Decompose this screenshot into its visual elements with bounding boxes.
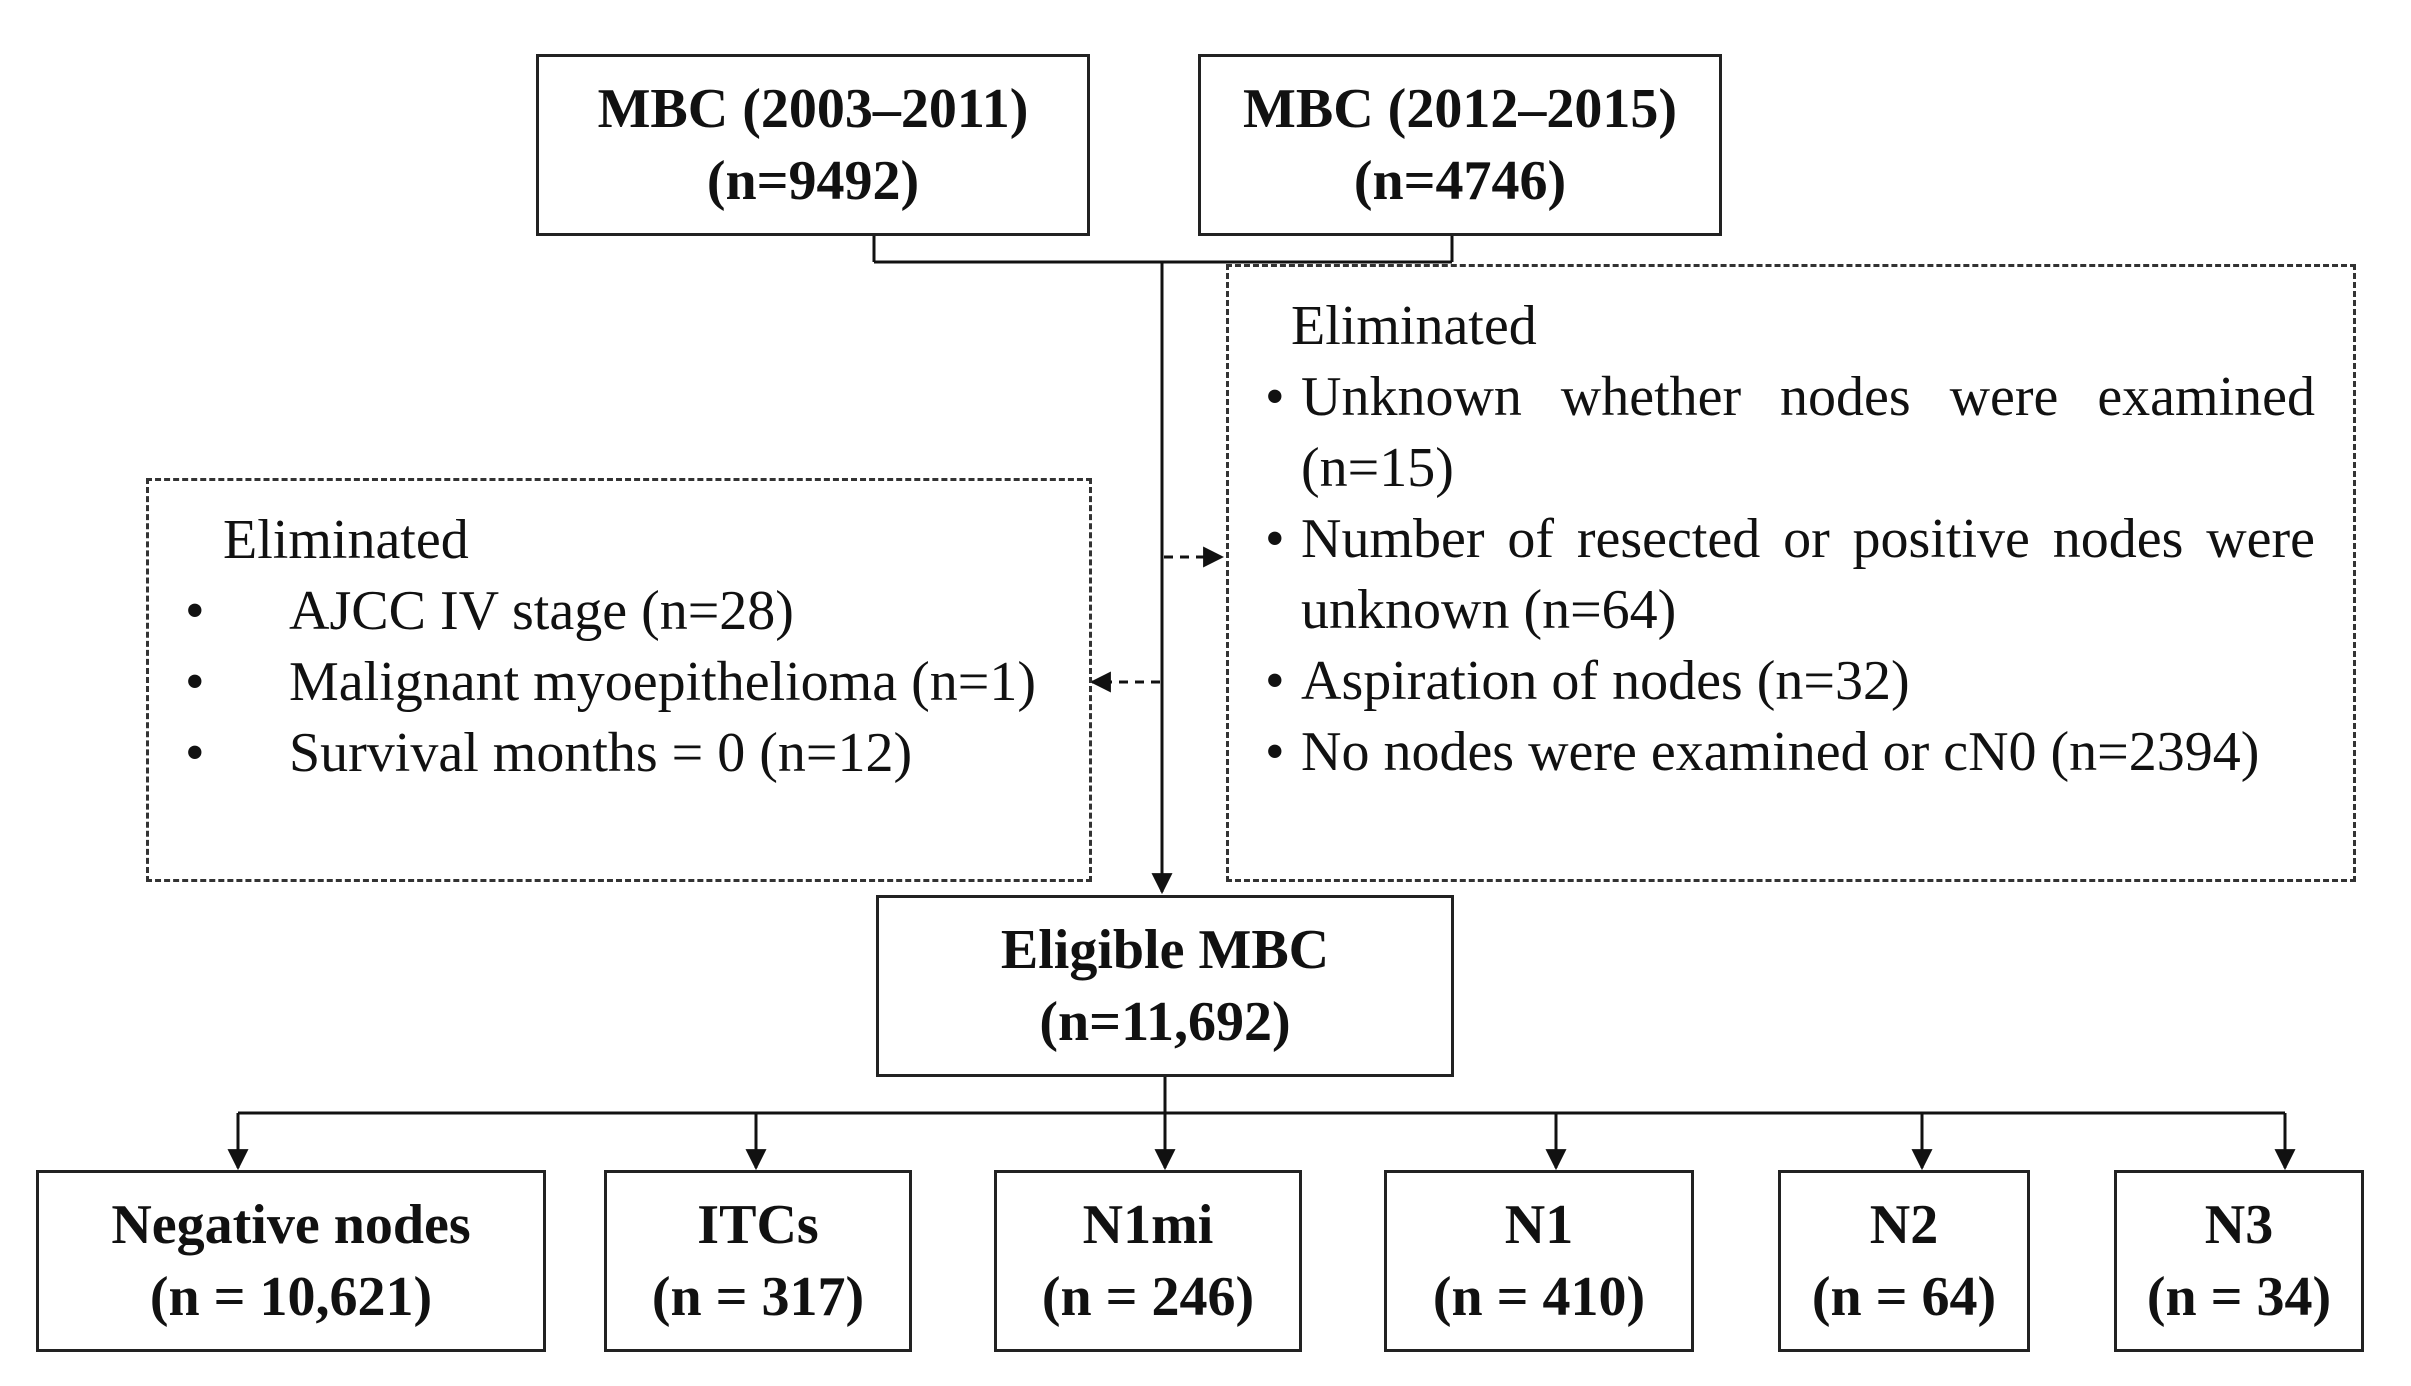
bullet-icon: • — [185, 722, 205, 784]
exclusion-heading: Eliminated — [1291, 295, 1537, 357]
group-title: ITCs — [697, 1194, 819, 1256]
exclusion-item: • Number of resected or positive nodes w… — [1265, 504, 2315, 646]
bullet-icon: • — [185, 580, 205, 642]
exclusion-item: • Survival months = 0 (n=12) — [185, 718, 1053, 789]
group-count: (n = 64) — [1811, 1266, 1997, 1328]
exclusion-item: • Aspiration of nodes (n=32) — [1265, 646, 2315, 717]
source-box-2003-2011: MBC (2003–2011) (n=9492) — [536, 54, 1090, 236]
bullet-icon: • — [1265, 366, 1285, 428]
bullet-icon: • — [1265, 721, 1285, 783]
group-title: N2 — [1869, 1194, 1939, 1256]
group-title: N1 — [1504, 1194, 1574, 1256]
eligible-title: Eligible MBC — [1000, 919, 1330, 981]
group-title: N3 — [2204, 1194, 2274, 1256]
bullet-icon: • — [1265, 650, 1285, 712]
group-box-n3: N3 (n = 34) — [2114, 1170, 2364, 1352]
group-box-n1: N1 (n = 410) — [1384, 1170, 1694, 1352]
exclusion-item: • No nodes were examined or cN0 (n=2394) — [1265, 717, 2315, 788]
source-title: MBC (2003–2011) — [597, 78, 1029, 140]
source-count: (n=9492) — [706, 150, 920, 212]
bullet-icon: • — [185, 651, 205, 713]
source-count: (n=4746) — [1353, 150, 1567, 212]
exclusion-item: • Malignant myoepithelioma (n=1) — [185, 647, 1053, 718]
group-title: N1mi — [1082, 1194, 1214, 1256]
group-box-negative-nodes: Negative nodes (n = 10,621) — [36, 1170, 546, 1352]
group-count: (n = 34) — [2146, 1266, 2332, 1328]
exclusion-box-right: Eliminated • Unknown whether nodes were … — [1226, 264, 2356, 882]
group-count: (n = 317) — [651, 1266, 865, 1328]
bullet-icon: • — [1265, 508, 1285, 570]
eligible-box: Eligible MBC (n=11,692) — [876, 895, 1454, 1077]
group-count: (n = 246) — [1041, 1266, 1255, 1328]
exclusion-item: • AJCC IV stage (n=28) — [185, 576, 1053, 647]
group-box-n1mi: N1mi (n = 246) — [994, 1170, 1302, 1352]
group-box-n2: N2 (n = 64) — [1778, 1170, 2030, 1352]
eligible-count: (n=11,692) — [1039, 991, 1291, 1053]
exclusion-heading: Eliminated — [223, 509, 469, 571]
group-count: (n = 410) — [1432, 1266, 1646, 1328]
group-box-itcs: ITCs (n = 317) — [604, 1170, 912, 1352]
source-box-2012-2015: MBC (2012–2015) (n=4746) — [1198, 54, 1722, 236]
exclusion-list: • Unknown whether nodes were examined (n… — [1265, 362, 2315, 788]
group-count: (n = 10,621) — [149, 1266, 433, 1328]
exclusion-item: • Unknown whether nodes were examined (n… — [1265, 362, 2315, 504]
source-title: MBC (2012–2015) — [1243, 78, 1677, 140]
exclusion-list: • AJCC IV stage (n=28) • Malignant myoep… — [185, 576, 1053, 789]
group-title: Negative nodes — [111, 1194, 471, 1256]
exclusion-box-left: Eliminated • AJCC IV stage (n=28) • Mali… — [146, 478, 1092, 882]
